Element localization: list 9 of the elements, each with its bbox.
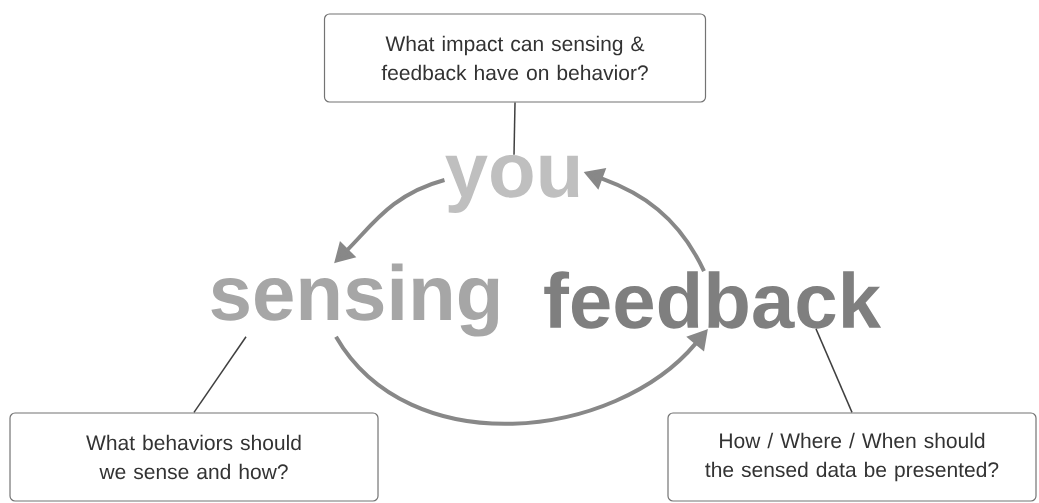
question-box: What behaviors should we sense and how? (9, 412, 379, 502)
cycle-word: feedback (544, 271, 882, 329)
connector-line (513, 101, 516, 156)
question-box: How / Where / When should the sensed data be presented? (667, 412, 1037, 502)
cycle-word: you (445, 154, 579, 214)
connector-line (815, 328, 853, 414)
cycle-word: sensing (211, 263, 499, 337)
connector-line (193, 335, 247, 414)
question-box: What impact can sensing & feedback have on behavior? (323, 13, 707, 103)
